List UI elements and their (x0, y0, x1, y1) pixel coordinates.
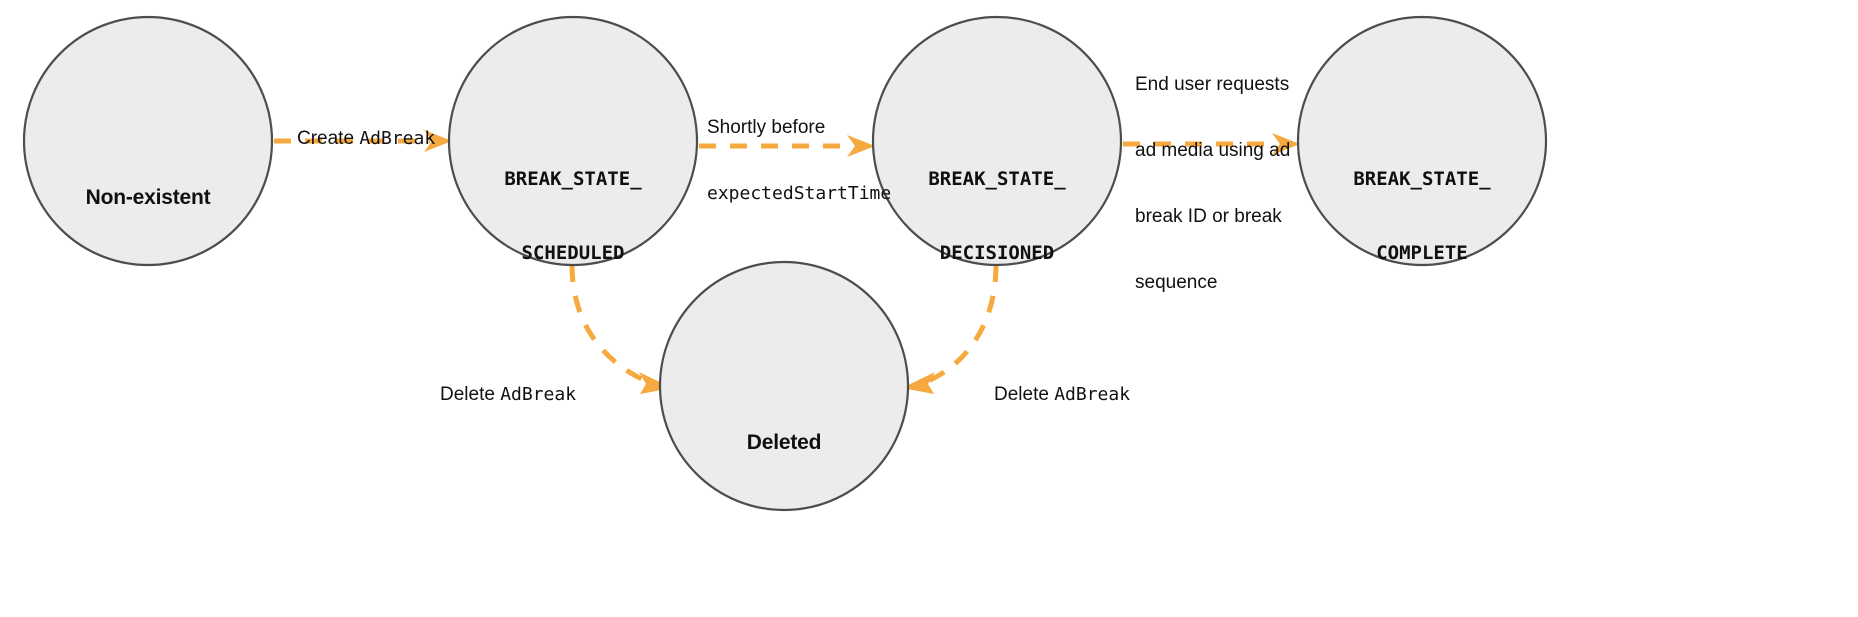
arrowhead-end-user-requests (1272, 133, 1300, 155)
edge-line-delete-from-decisioned (926, 264, 999, 384)
node-break-state-complete[interactable] (1296, 15, 1548, 267)
node-break-state-scheduled[interactable] (447, 15, 699, 267)
edge-end-user-requests-ad-media (1123, 133, 1300, 155)
edge-create-adbreak (274, 130, 452, 152)
edge-shortly-before-expected-start-time (699, 135, 875, 157)
edge-delete-adbreak-from-decisioned (902, 264, 999, 394)
node-non-existent[interactable] (22, 15, 274, 267)
edge-delete-adbreak-from-scheduled (569, 264, 672, 394)
arrowhead-delete-from-decisioned (902, 372, 935, 394)
arrowhead-create-adbreak (424, 130, 452, 152)
node-deleted[interactable] (658, 260, 910, 512)
edge-line-delete-from-scheduled (569, 264, 648, 384)
node-break-state-decisioned[interactable] (871, 15, 1123, 267)
arrowhead-shortly-before (847, 135, 875, 157)
